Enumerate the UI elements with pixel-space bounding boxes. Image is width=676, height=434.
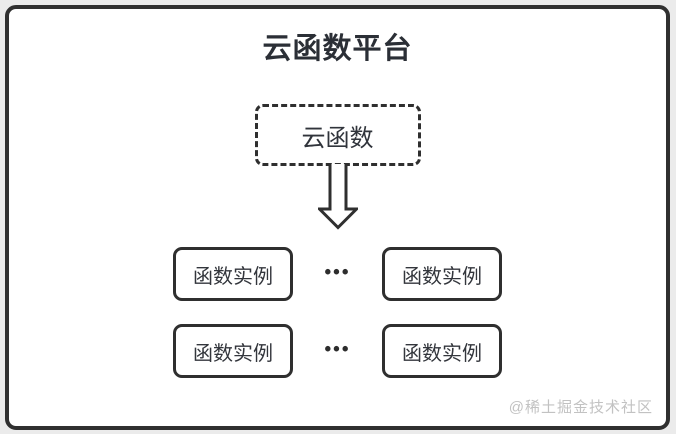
down-arrow-icon <box>315 164 360 230</box>
watermark: @稀土掘金技术社区 <box>508 399 653 416</box>
platform-title: 云函数平台 <box>262 33 413 65</box>
ellipsis-icon: ••• <box>324 261 351 283</box>
function-instance-label: 函数实例 <box>402 265 482 288</box>
cloud-function-label: 云函数 <box>301 124 374 152</box>
instance-row: 函数实例 ••• 函数实例 <box>173 324 502 378</box>
function-instance-label: 函数实例 <box>193 342 273 365</box>
instance-grid: 函数实例 ••• 函数实例 函数实例 ••• 函数实例 <box>173 247 502 378</box>
function-instance-box: 函数实例 <box>382 324 502 378</box>
function-instance-label: 函数实例 <box>193 265 273 288</box>
ellipsis-icon: ••• <box>324 338 351 360</box>
function-instance-box: 函数实例 <box>173 324 293 378</box>
function-instance-label: 函数实例 <box>402 342 482 365</box>
function-instance-box: 函数实例 <box>382 247 502 301</box>
instance-row: 函数实例 ••• 函数实例 <box>173 247 502 301</box>
platform-container: 云函数平台 云函数 函数实例 ••• 函数实例 函数实例 <box>5 5 670 430</box>
cloud-function-box: 云函数 <box>254 104 421 166</box>
function-instance-box: 函数实例 <box>173 247 293 301</box>
